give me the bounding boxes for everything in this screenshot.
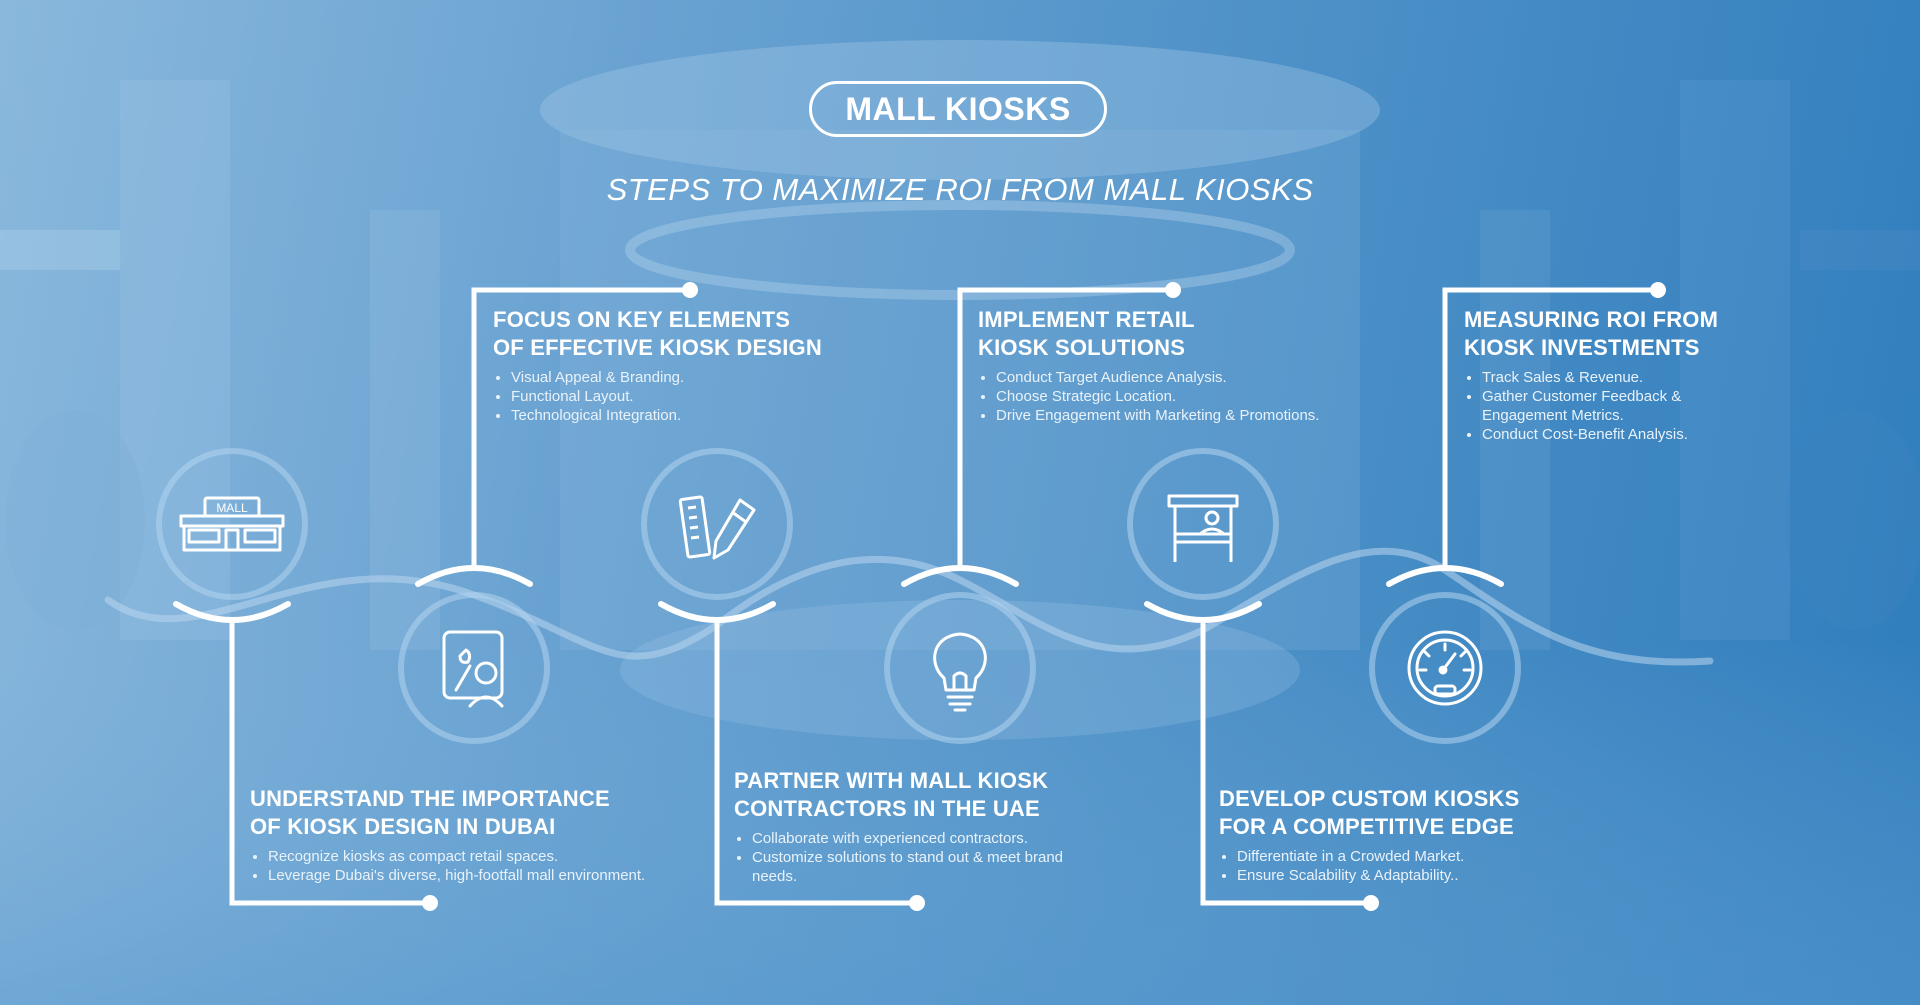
list-item: Recognize kiosks as compact retail space…: [268, 847, 720, 866]
connector-step-1: [229, 620, 430, 906]
step-5-text: DEVELOP CUSTOM KIOSKS FOR A COMPETITIVE …: [1219, 785, 1619, 885]
lightbulb-icon: [933, 632, 987, 712]
dot-step-1: [422, 895, 438, 911]
list-item: Ensure Scalability & Adaptability..: [1237, 866, 1619, 885]
list-item: Conduct Target Audience Analysis.: [996, 368, 1378, 387]
connector-step-3: [714, 620, 917, 906]
timeline-wave: [104, 547, 1714, 666]
step-4-text: IMPLEMENT RETAIL KIOSK SOLUTIONS Conduct…: [978, 306, 1378, 425]
dot-step-2: [682, 282, 698, 298]
step-6-text: MEASURING ROI FROM KIOSK INVESTMENTS Tra…: [1464, 306, 1734, 444]
list-item: Collaborate with experienced contractors…: [752, 829, 1074, 848]
step-2-title: FOCUS ON KEY ELEMENTS OF EFFECTIVE KIOSK…: [493, 307, 822, 360]
ruler-pencil-icon: [678, 495, 756, 560]
ring-step-5: [1127, 448, 1279, 600]
connector-step-6: [1442, 287, 1658, 568]
dot-step-4: [1165, 282, 1181, 298]
list-item: Gather Customer Feedback & Engagement Me…: [1482, 387, 1734, 425]
list-item: Technological Integration.: [511, 406, 933, 425]
list-item: Customize solutions to stand out & meet …: [752, 848, 1074, 886]
step-1-title: UNDERSTAND THE IMPORTANCE OF KIOSK DESIG…: [250, 786, 610, 839]
step-1-text: UNDERSTAND THE IMPORTANCE OF KIOSK DESIG…: [250, 785, 720, 885]
speedometer-icon: [1407, 630, 1483, 706]
mall-sign-text: MALL: [216, 501, 248, 515]
step-3-title: PARTNER WITH MALL KIOSK CONTRACTORS IN T…: [734, 768, 1049, 821]
step-5-title: DEVELOP CUSTOM KIOSKS FOR A COMPETITIVE …: [1219, 786, 1520, 839]
dot-step-5: [1363, 895, 1379, 911]
connector-step-5: [1200, 620, 1371, 906]
ring-step-2: [398, 592, 550, 744]
step-5-bullets: Differentiate in a Crowded Market. Ensur…: [1219, 847, 1619, 885]
ring-step-3: [641, 448, 793, 600]
dot-step-6: [1650, 282, 1666, 298]
kiosk-counter-icon: [1167, 494, 1239, 562]
ring-step-6: [1369, 592, 1521, 744]
connector-step-2: [471, 287, 690, 568]
page-title: MALL KIOSKS: [809, 81, 1107, 137]
mall-store-icon: MALL: [179, 496, 285, 552]
list-item: Differentiate in a Crowded Market.: [1237, 847, 1619, 866]
step-1-bullets: Recognize kiosks as compact retail space…: [250, 847, 720, 885]
step-6-bullets: Track Sales & Revenue. Gather Customer F…: [1464, 368, 1734, 444]
arc-step-3: [658, 601, 776, 623]
step-4-title: IMPLEMENT RETAIL KIOSK SOLUTIONS: [978, 307, 1195, 360]
step-3-bullets: Collaborate with experienced contractors…: [734, 829, 1074, 886]
list-item: Visual Appeal & Branding.: [511, 368, 933, 387]
step-2-bullets: Visual Appeal & Branding. Functional Lay…: [493, 368, 933, 425]
list-item: Choose Strategic Location.: [996, 387, 1378, 406]
list-item: Track Sales & Revenue.: [1482, 368, 1734, 387]
ring-step-1: [156, 448, 308, 600]
list-item: Drive Engagement with Marketing & Promot…: [996, 406, 1378, 425]
step-6-title: MEASURING ROI FROM KIOSK INVESTMENTS: [1464, 307, 1719, 360]
step-2-text: FOCUS ON KEY ELEMENTS OF EFFECTIVE KIOSK…: [493, 306, 933, 425]
dot-step-3: [909, 895, 925, 911]
arc-step-6: [1386, 565, 1504, 587]
designer-board-icon: [442, 630, 504, 708]
step-3-text: PARTNER WITH MALL KIOSK CONTRACTORS IN T…: [734, 767, 1074, 886]
connector-step-4: [957, 287, 1173, 568]
list-item: Leverage Dubai's diverse, high-footfall …: [268, 866, 720, 885]
list-item: Conduct Cost-Benefit Analysis.: [1482, 425, 1734, 444]
page-subtitle: STEPS TO MAXIMIZE ROI FROM MALL KIOSKS: [606, 172, 1314, 207]
list-item: Functional Layout.: [511, 387, 933, 406]
step-4-bullets: Conduct Target Audience Analysis. Choose…: [978, 368, 1378, 425]
ring-step-4: [884, 592, 1036, 744]
